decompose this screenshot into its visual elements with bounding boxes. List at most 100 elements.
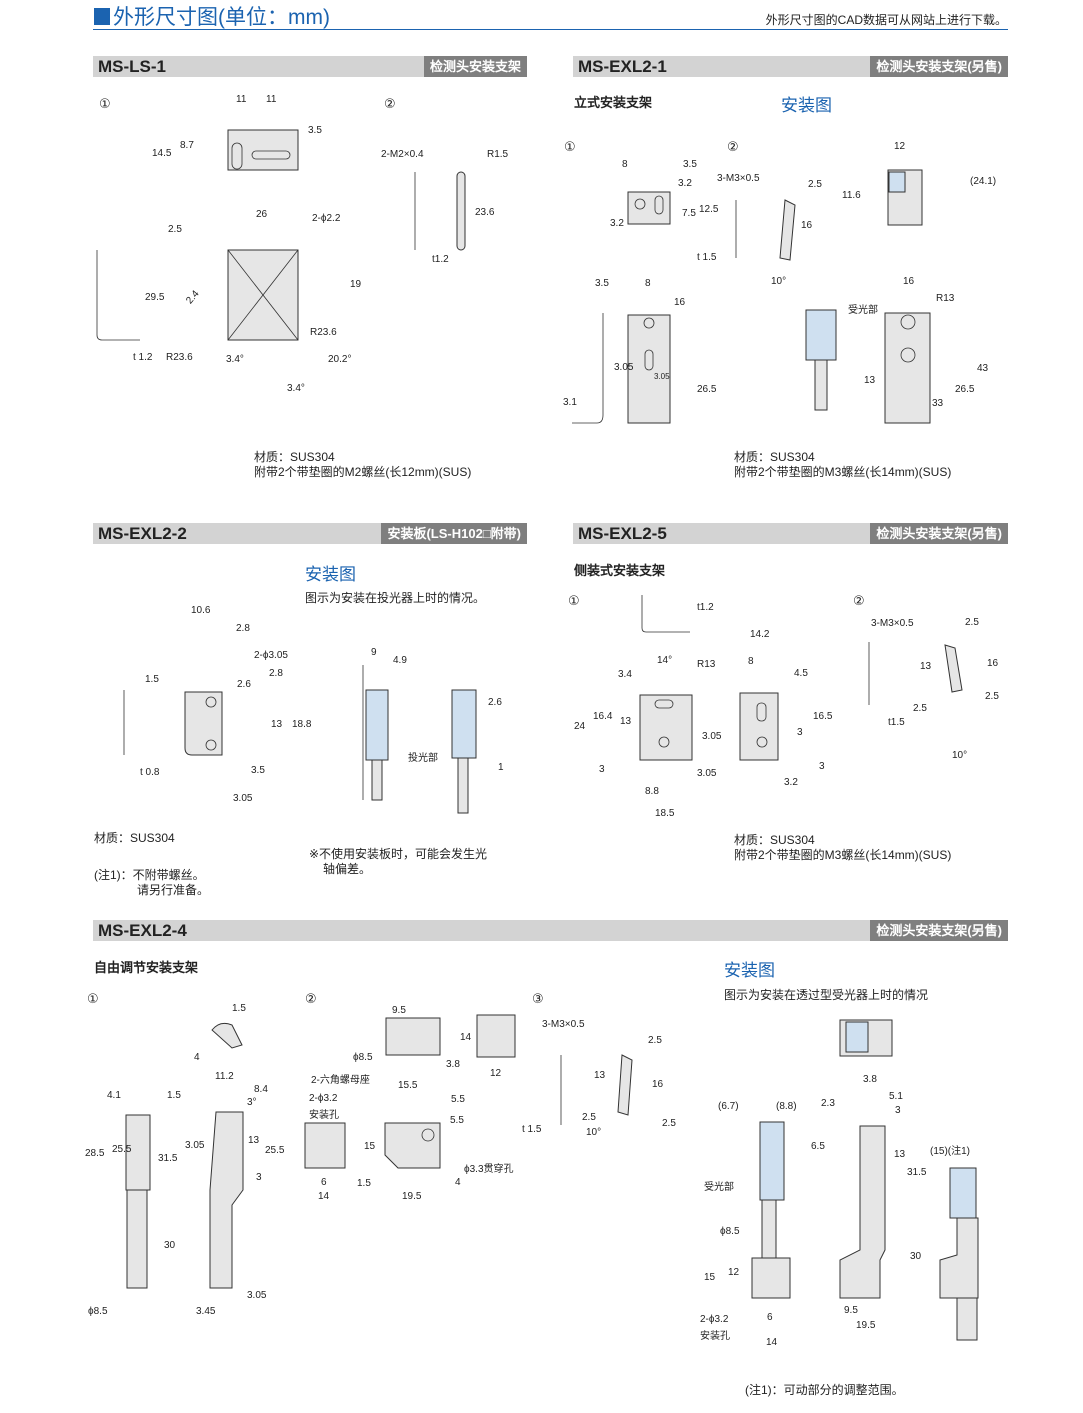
dimension-label: 3 xyxy=(797,727,803,738)
dimension-label: 3.05 xyxy=(614,362,634,373)
dimension-label: R13 xyxy=(936,293,955,304)
install-note: 图示为安装在投光器上时的情况。 xyxy=(305,591,486,605)
dimension-label: 8.7 xyxy=(180,140,194,151)
dimension-label: 1.5 xyxy=(145,674,159,685)
dimension-label: R13 xyxy=(697,659,716,670)
dimension-label: 31.5 xyxy=(907,1167,927,1178)
dimension-label: 26.5 xyxy=(955,384,975,395)
dimension-label: 11 xyxy=(236,94,247,105)
dimension-label: 20.2° xyxy=(328,354,352,365)
dimension-label: 3.5 xyxy=(251,765,265,776)
dimension-label: 2.5 xyxy=(808,179,822,190)
warning-text: 轴偏差。 xyxy=(323,862,372,876)
view-number: ② xyxy=(384,96,396,111)
dimension-label: 9.5 xyxy=(392,1005,406,1016)
view-number: ③ xyxy=(532,991,544,1006)
material-text: 材质：SUS304 xyxy=(254,450,335,464)
dimension-label: 3.2 xyxy=(784,777,798,788)
section-name: MS-EXL2-4 xyxy=(98,921,187,940)
dimension-label: t1.5 xyxy=(888,717,905,728)
dimension-label: 3 xyxy=(256,1172,262,1183)
dimension-label: 12.5 xyxy=(699,204,719,215)
dimension-label: 5.1 xyxy=(889,1091,903,1102)
page-title: 外形尺寸图(单位：mm) xyxy=(94,1,330,31)
dimension-label: 11.2 xyxy=(215,1071,234,1082)
dimension-label: 1 xyxy=(498,762,504,773)
dimension-label: 2-ϕ3.05 xyxy=(254,650,288,661)
view-number: ① xyxy=(99,96,111,111)
note-text: 请另行准备。 xyxy=(137,883,210,897)
dimension-label: 16.4 xyxy=(593,711,613,722)
dimension-label: 2-六角螺母座 xyxy=(311,1075,370,1086)
dimension-label: 3 xyxy=(895,1105,901,1116)
section-header-ms-exl2-5: MS-EXL2-5 检测头安装支架(另售) xyxy=(573,523,1008,544)
dimension-label: 16 xyxy=(903,276,915,287)
dimension-label: 2-ϕ2.2 xyxy=(312,213,341,224)
dimension-label: 2.3 xyxy=(821,1098,835,1109)
dimension-label: 2.5 xyxy=(648,1035,662,1046)
dimension-label: 3-M3×0.5 xyxy=(542,1019,585,1030)
dimension-label: 5.5 xyxy=(450,1115,464,1126)
dimension-label: 12 xyxy=(894,141,906,152)
dimension-label: 15 xyxy=(364,1141,376,1152)
dimension-label: 2.8 xyxy=(236,623,250,634)
warning-text: ※不使用安装板时，可能会发生光 xyxy=(309,847,488,861)
dimension-label: 3.1 xyxy=(563,397,577,408)
dimension-label: 15.5 xyxy=(398,1080,418,1091)
dimension-label: 10° xyxy=(586,1127,602,1138)
subtitle: 立式安装支架 xyxy=(574,95,653,110)
section-header-ms-ls-1: MS-LS-1 检测头安装支架 xyxy=(93,56,527,77)
dimension-label: t 1.5 xyxy=(697,252,717,263)
dimension-label: 16.5 xyxy=(813,711,833,722)
dimension-label: 8 xyxy=(748,656,754,667)
subtitle: 侧装式安装支架 xyxy=(574,563,666,578)
dimension-label: 13 xyxy=(894,1149,906,1160)
section-tag: 检测头安装支架(另售) xyxy=(870,523,1008,544)
dimension-label: 3.05 xyxy=(702,731,722,742)
dimension-label: 8.8 xyxy=(645,786,659,797)
dimension-label: (6.7) xyxy=(718,1101,739,1112)
dimension-label: 3.2 xyxy=(678,178,692,189)
dimension-label: 3.4° xyxy=(287,383,305,394)
dimension-label: 25.5 xyxy=(265,1145,285,1156)
dimension-label: 3.4° xyxy=(226,354,244,365)
dimension-label: 12 xyxy=(490,1068,502,1079)
screws-text: 附带2个带垫圈的M3螺丝(长14mm)(SUS) xyxy=(734,848,952,862)
dimension-label: 1.5 xyxy=(232,1003,246,1014)
dimension-label: 13 xyxy=(864,375,876,386)
dimension-label: R1.5 xyxy=(487,149,509,160)
section-name: MS-EXL2-1 xyxy=(578,57,667,76)
dimension-label: 16 xyxy=(801,220,813,231)
dimension-label: 23.6 xyxy=(475,207,495,218)
note-text: (注1)：不附带螺丝。 xyxy=(94,868,205,882)
dimension-label: 3.05 xyxy=(233,793,253,804)
dimension-label: 16 xyxy=(674,297,686,308)
section-tag: 检测头安装支架 xyxy=(423,56,527,77)
dimension-label: t 1.2 xyxy=(133,352,153,363)
dimension-label: 2.5 xyxy=(913,703,927,714)
dimension-label: (24.1) xyxy=(970,176,997,187)
install-note: 图示为安装在透过型受光器上时的情况 xyxy=(724,988,929,1002)
dimension-label: 2-M2×0.4 xyxy=(381,149,424,160)
dimension-label: 16 xyxy=(987,658,999,669)
dimension-label: 14.2 xyxy=(750,629,770,640)
dimension-label: 25.5 xyxy=(112,1144,132,1155)
dimension-label: 13 xyxy=(248,1135,260,1146)
section-tag: 检测头安装支架(另售) xyxy=(870,920,1008,941)
drawing-ms-exl2-4 xyxy=(125,1014,979,1341)
dimension-label: 4.5 xyxy=(794,668,808,679)
dimension-label: 6 xyxy=(767,1312,773,1323)
dimension-label: (8.8) xyxy=(776,1101,797,1112)
dimension-label: 24 xyxy=(574,721,586,732)
view-number: ① xyxy=(87,991,99,1006)
dimension-label: 13 xyxy=(620,716,632,727)
dimension-label: 3.8 xyxy=(446,1059,460,1070)
dimension-label: 3.8 xyxy=(863,1074,877,1085)
dimension-label: 19.5 xyxy=(402,1191,422,1202)
dimension-label: 13 xyxy=(920,661,932,672)
dimension-label: 29.5 xyxy=(145,292,165,303)
dimension-label: 9 xyxy=(371,647,377,658)
view-number: ① xyxy=(564,139,576,154)
screws-text: 附带2个带垫圈的M3螺丝(长14mm)(SUS) xyxy=(734,465,952,479)
